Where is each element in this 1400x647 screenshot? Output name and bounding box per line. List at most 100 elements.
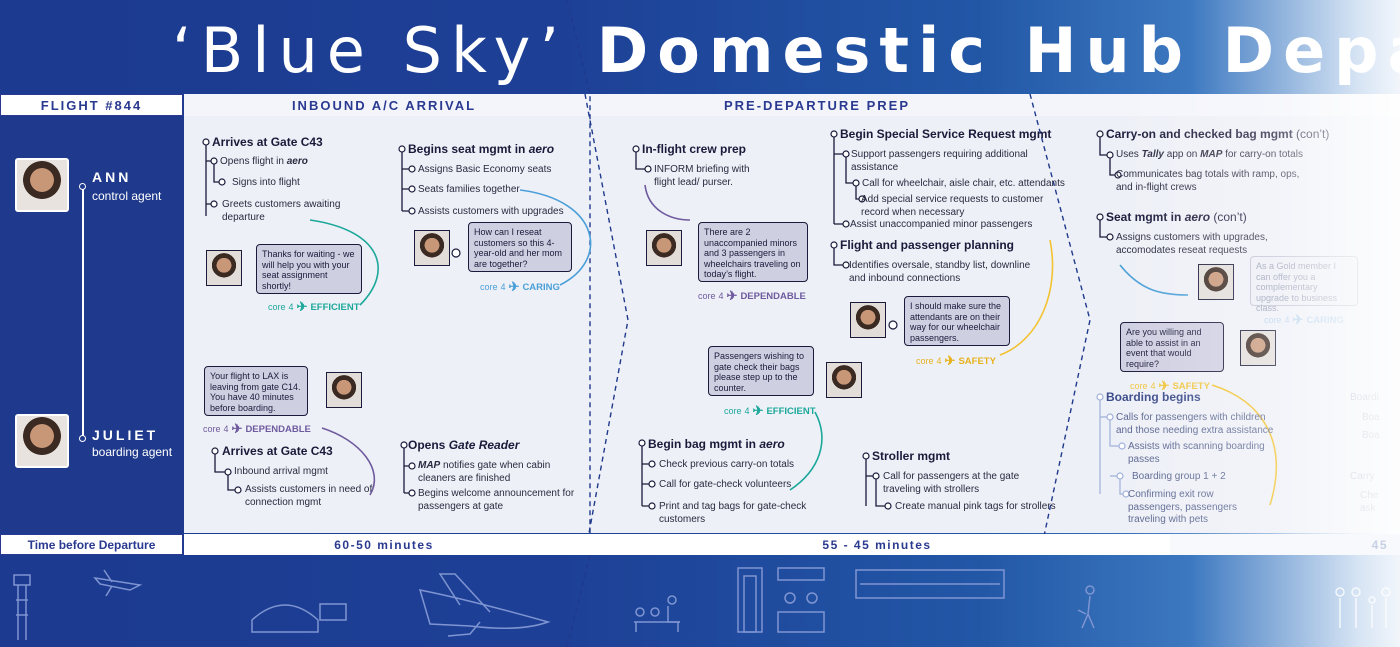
juliet-gate-title: Opens Gate Reader bbox=[408, 438, 520, 452]
ann-bubble-avatar bbox=[414, 230, 450, 266]
hangar-icon bbox=[251, 603, 347, 633]
phase-next bbox=[1050, 94, 1400, 116]
ghost-text: ask bbox=[1360, 503, 1376, 514]
ann-ssr-item3: Add special service requests to customer… bbox=[861, 194, 1044, 218]
flight-header: FLIGHT #844 bbox=[0, 94, 183, 116]
juliet-bag-title: Begin bag mgmt in aero bbox=[648, 437, 785, 451]
control-tower-icon bbox=[13, 574, 31, 640]
time-inbound: 60-50 minutes bbox=[184, 534, 584, 555]
ghost-text: Carry bbox=[1350, 471, 1375, 482]
ann-arrives-item2: Signs into flight bbox=[232, 177, 300, 188]
ann-bubble-avatar bbox=[646, 230, 682, 266]
juliet-gate-item2: Begins welcome announcement for passenge… bbox=[418, 488, 575, 512]
speech-bubble: There are 2 unaccompanied minors and 3 p… bbox=[698, 222, 808, 282]
ann-arrives-item3: Greets customers awaiting departure bbox=[222, 199, 341, 223]
ann-seat2-title: Seat mgmt in aero (con’t) bbox=[1106, 210, 1247, 224]
ann-bag-item2: Communicates bag totals with ramp, ops, … bbox=[1116, 169, 1300, 193]
ghost-text: Boa bbox=[1362, 430, 1380, 441]
security-gate-icon bbox=[737, 567, 763, 633]
juliet-arrives-item1: Inbound arrival mgmt bbox=[234, 466, 328, 477]
traveler-icon bbox=[1077, 585, 1095, 629]
speech-bubble: Are you willing and able to assist in an… bbox=[1120, 322, 1224, 372]
speech-bubble: Thanks for waiting - we will help you wi… bbox=[256, 244, 362, 294]
check-in-counter-icon bbox=[777, 567, 825, 633]
juliet-bag-item1: Check previous carry-on totals bbox=[659, 459, 795, 470]
family-icon bbox=[1335, 587, 1391, 628]
ann-ssr-item1: Support passengers requiring additional … bbox=[851, 149, 1028, 173]
juliet-gate-item1: MAP notifies gate when cabin cleaners ar… bbox=[418, 460, 551, 484]
juliet-bubble-avatar bbox=[326, 372, 362, 408]
phase-predeparture: PRE-DEPARTURE PREP bbox=[584, 94, 1050, 116]
ghost-text: Che bbox=[1360, 490, 1379, 501]
airplane-icon bbox=[93, 569, 143, 597]
plane-icon: ✈ bbox=[726, 288, 738, 303]
juliet-boarding-item4: Confirming exit row passengers, passenge… bbox=[1128, 489, 1237, 525]
juliet-stroller-title: Stroller mgmt bbox=[872, 449, 951, 463]
ann-ssr-title: Begin Special Service Request mgmt bbox=[840, 127, 1052, 141]
juliet-stroller-item1: Call for passengers at the gate travelin… bbox=[883, 471, 1020, 495]
ann-arrives-item1: Opens flight in aero bbox=[220, 156, 308, 167]
large-airplane-icon bbox=[418, 573, 551, 637]
ann-name: ANN bbox=[92, 169, 132, 185]
ann-bubble-avatar bbox=[206, 250, 242, 286]
ann-seat-item2: Seats families together bbox=[418, 184, 520, 195]
juliet-boarding-item2: Assists with scanning boarding passes bbox=[1128, 441, 1265, 465]
juliet-dot bbox=[79, 435, 86, 442]
ghost-text: Boardi bbox=[1350, 392, 1379, 403]
ann-ssr-item4: Assist unaccompanied minor passengers bbox=[850, 219, 1033, 230]
ann-seat-title: Begins seat mgmt in aero bbox=[408, 142, 555, 156]
plane-icon: ✈ bbox=[944, 353, 956, 368]
juliet-avatar bbox=[15, 414, 69, 468]
ann-avatar bbox=[15, 158, 69, 212]
speech-bubble: Passengers wishing to gate check their b… bbox=[708, 346, 814, 396]
juliet-arrives-item2: Assists customers in need of connection … bbox=[245, 484, 373, 508]
juliet-arrives-title: Arrives at Gate C43 bbox=[222, 444, 333, 458]
speech-bubble: How can I reseat customers so this 4-yea… bbox=[468, 222, 572, 272]
speech-bubble: I should make sure the attendants are on… bbox=[904, 296, 1010, 346]
plane-icon: ✈ bbox=[296, 299, 308, 314]
juliet-name: JULIET bbox=[92, 427, 159, 443]
ann-planning-item1: Identifies oversale, standby list, downl… bbox=[849, 260, 1031, 284]
ann-planning-title: Flight and passenger planning bbox=[840, 238, 1015, 252]
ann-crew-item1: INFORM briefing with flight lead/ purser… bbox=[654, 164, 750, 188]
ann-seat2-item1: Assigns customers with upgrades, accomod… bbox=[1116, 232, 1268, 256]
ann-seat-item1: Assigns Basic Economy seats bbox=[418, 164, 552, 175]
ann-role: control agent bbox=[92, 189, 162, 203]
juliet-boarding-item1: Calls for passengers with children and t… bbox=[1116, 412, 1274, 436]
speech-bubble: As a Gold member I can offer you a compl… bbox=[1250, 256, 1358, 313]
juliet-role: boarding agent bbox=[92, 445, 173, 459]
jet-bridge-icon bbox=[855, 569, 1005, 599]
ghost-text: Boa bbox=[1362, 412, 1380, 423]
plane-icon: ✈ bbox=[508, 279, 520, 294]
ann-crew-title: In-flight crew prep bbox=[642, 142, 747, 156]
persona-connector bbox=[82, 186, 84, 438]
juliet-bag-item2: Call for gate-check volunteers bbox=[659, 479, 792, 490]
juliet-bubble-avatar bbox=[826, 362, 862, 398]
page-title: ‘Blue Sky’ Domestic Hub Depa bbox=[172, 14, 1400, 87]
time-predeparture: 55 - 45 minutes bbox=[584, 534, 1170, 555]
ann-seat-item3: Assists customers with upgrades bbox=[418, 206, 564, 217]
plane-icon: ✈ bbox=[752, 403, 764, 418]
ann-bag-item1: Uses Tally app on MAP for carry-on total… bbox=[1116, 149, 1303, 160]
airport-illustration bbox=[13, 567, 1391, 640]
juliet-boarding-item3: Boarding group 1 + 2 bbox=[1132, 471, 1226, 482]
waiting-seats-icon bbox=[634, 595, 680, 632]
juliet-bag-item3: Print and tag bags for gate-check custom… bbox=[659, 501, 807, 525]
time-label: Time before Departure bbox=[0, 534, 183, 555]
time-next: 45 bbox=[1170, 534, 1400, 555]
juliet-bubble-avatar bbox=[1240, 330, 1276, 366]
ann-ssr-item2: Call for wheelchair, aisle chair, etc. a… bbox=[862, 178, 1065, 189]
ann-arrives-title: Arrives at Gate C43 bbox=[212, 135, 323, 149]
ann-bubble-avatar bbox=[1198, 264, 1234, 300]
juliet-stroller-item2: Create manual pink tags for strollers bbox=[895, 501, 1056, 512]
ann-dot bbox=[79, 183, 86, 190]
speech-bubble: Your flight to LAX is leaving from gate … bbox=[204, 366, 308, 416]
